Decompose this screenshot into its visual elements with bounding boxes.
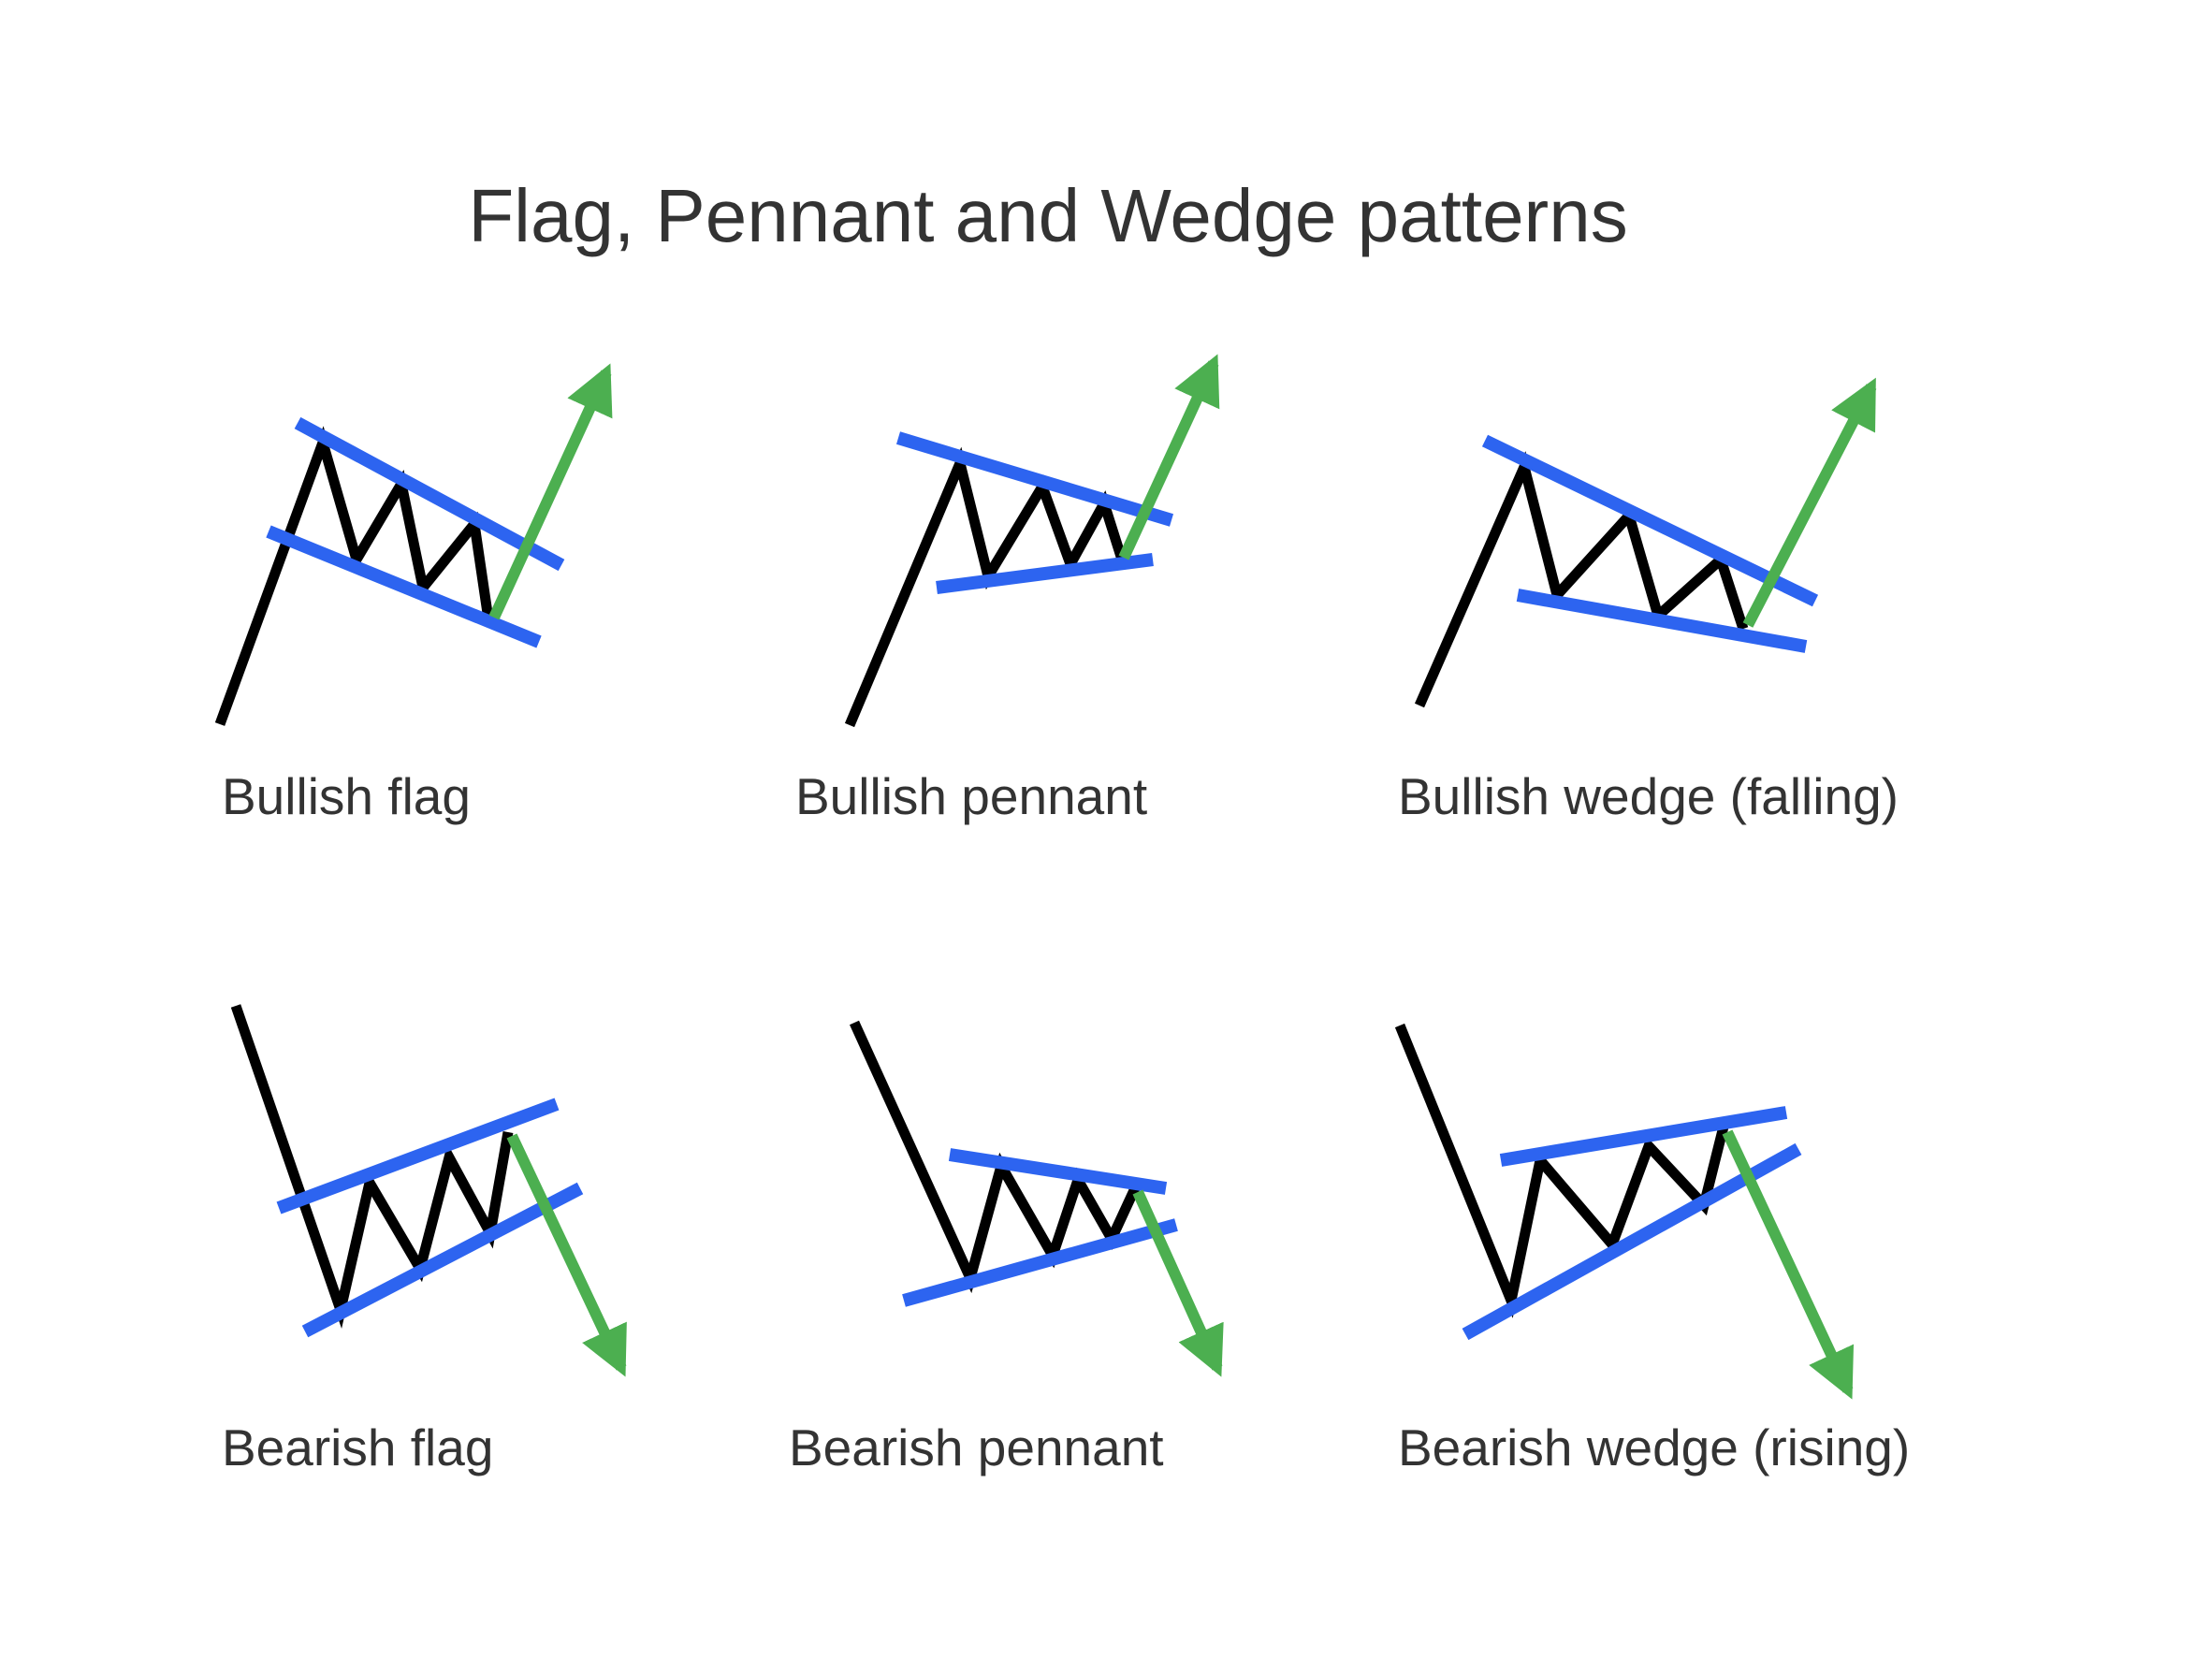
pattern-label-bullish-flag: Bullish flag [222,767,471,825]
pattern-label-bearish-flag: Bearish flag [222,1418,493,1476]
breakout-arrow-down [1722,1129,1855,1400]
pattern-label-bullish-pennant: Bullish pennant [795,767,1147,825]
breakout-arrow-down [1132,1189,1224,1377]
lower-trendline [902,1218,1178,1307]
pattern-bearish-pennant: Bearish pennant [789,1020,1224,1476]
price-line [230,1004,514,1330]
pattern-bullish-pennant: Bullish pennant [795,354,1220,825]
pattern-bearish-flag: Bearish flag [222,1004,627,1476]
lower-trendline [266,525,542,648]
lower-trendline [936,553,1154,594]
pattern-bullish-flag: Bullish flag [214,363,613,825]
upper-trendline [895,431,1174,527]
pattern-label-bearish-wedge-rising: Bearish wedge (rising) [1398,1418,1910,1476]
lower-trendline [301,1182,584,1338]
price-line [849,1020,1140,1294]
price-line [844,446,1128,728]
upper-trendline [1499,1106,1788,1167]
pattern-label-bearish-pennant: Bearish pennant [789,1418,1164,1476]
price-line [1414,451,1749,708]
upper-trendline [294,416,565,572]
breakout-arrow-down [506,1133,627,1377]
pattern-bullish-wedge-falling: Bullish wedge (falling) [1398,377,1899,825]
price-line [214,426,494,726]
lower-trendline [1516,589,1808,653]
upper-trendline [948,1148,1168,1195]
lower-trendline [1462,1142,1802,1341]
breakout-arrow-up [488,363,613,620]
diagram-title: Flag, Pennant and Wedge patterns [468,174,1627,257]
upper-trendline [1481,434,1819,607]
price-line [1394,1023,1729,1318]
patterns-layer: Bullish flag Bullish pennant Bullish wedge… [214,354,1910,1476]
upper-trendline [276,1098,560,1214]
breakout-arrow-up [1118,354,1220,560]
pattern-label-bullish-wedge-falling: Bullish wedge (falling) [1398,767,1899,825]
breakout-arrow-up [1742,377,1877,628]
pattern-bearish-wedge-rising: Bearish wedge (rising) [1394,1023,1910,1476]
